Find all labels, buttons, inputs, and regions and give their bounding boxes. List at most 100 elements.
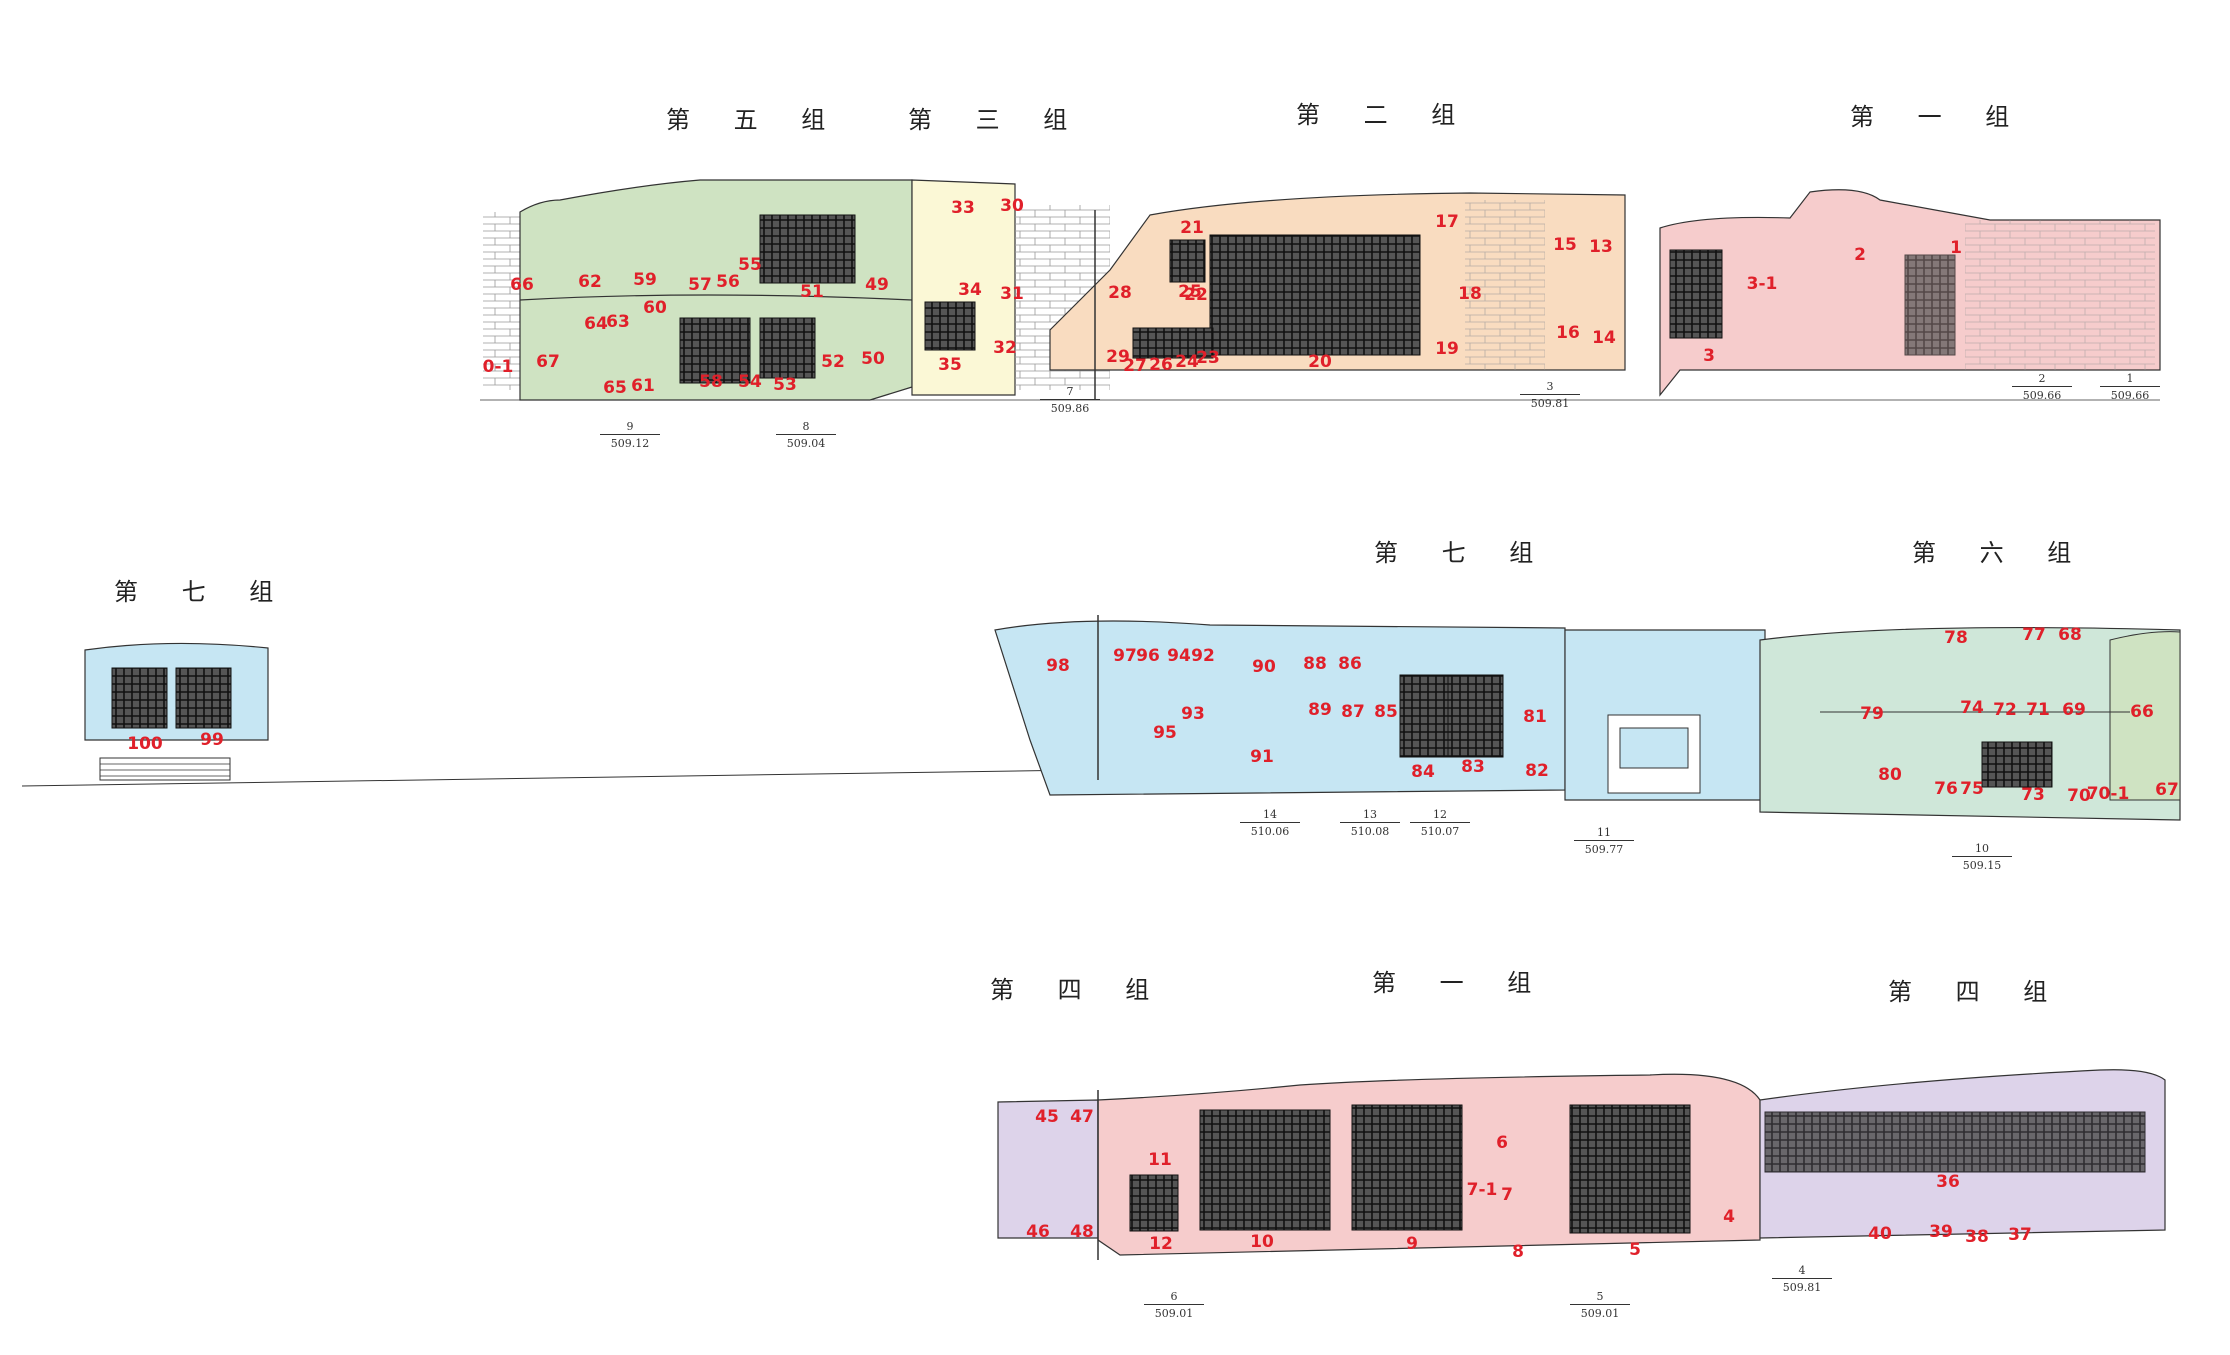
niche-number: 96 <box>1136 646 1160 666</box>
group-label-7-left: 第 七 组 <box>114 578 292 606</box>
niche-number: 70-1 <box>2086 784 2130 804</box>
niche-number: 28 <box>1108 283 1132 303</box>
niche-number: 67 <box>2155 780 2179 800</box>
niche-number: 26 <box>1149 355 1173 375</box>
niche-number: 72 <box>1993 700 2017 720</box>
niche-number: 95 <box>1153 723 1177 743</box>
niche-number: 40 <box>1868 1224 1892 1244</box>
niche-number: 6 <box>1496 1133 1508 1153</box>
niche-number: 56 <box>716 272 740 292</box>
niche-number: 38 <box>1965 1227 1989 1247</box>
middle-row <box>994 615 2181 821</box>
niche-number: 87 <box>1341 702 1365 722</box>
brick-wall-right <box>1965 220 2155 370</box>
niche-number: 88 <box>1303 654 1327 674</box>
niche-number: 45 <box>1035 1107 1059 1127</box>
niche-number: 64 <box>584 314 608 334</box>
niche-number: 18 <box>1458 284 1482 304</box>
niche-number: 48 <box>1070 1222 1094 1242</box>
niche-number: 57 <box>688 275 712 295</box>
niche-number: 11 <box>1148 1150 1172 1170</box>
niche-number: 99 <box>200 730 224 750</box>
niche-number: 86 <box>1338 654 1362 674</box>
niche-number: 31 <box>1000 284 1024 304</box>
niche-number: 37 <box>2008 1225 2032 1245</box>
niche-number: 22 <box>1184 285 1208 305</box>
niche-number: 34 <box>958 280 982 300</box>
niche-number: 9 <box>1406 1234 1418 1254</box>
brick-wall-left <box>483 212 525 390</box>
niche-number: 78 <box>1944 628 1968 648</box>
niche-number: 16 <box>1556 323 1580 343</box>
niche-number: 53 <box>773 375 797 395</box>
niche-number: 23 <box>1196 348 1220 368</box>
group-label-4-left: 第 四 组 <box>990 976 1168 1004</box>
niche-number: 17 <box>1435 212 1459 232</box>
niche-number: 94 <box>1167 646 1191 666</box>
niche-number: 35 <box>938 355 962 375</box>
group-label-1-bottom: 第 一 组 <box>1372 969 1550 997</box>
niche-number: 32 <box>993 338 1017 358</box>
niche-number: 79 <box>1860 704 1884 724</box>
niche-number: 55 <box>738 255 762 275</box>
niche-number: 75 <box>1960 779 1984 799</box>
group-label-3: 第 三 组 <box>908 106 1086 134</box>
niche-number: 73 <box>2021 785 2045 805</box>
niche-number: 5 <box>1629 1240 1641 1260</box>
niche-number: 67 <box>536 352 560 372</box>
niche-number: 51 <box>800 282 824 302</box>
niche-number: 59 <box>633 270 657 290</box>
niche-number: 0-1 <box>482 357 514 377</box>
niche-number: 1 <box>1950 238 1962 258</box>
niche-number: 80 <box>1878 765 1902 785</box>
group-label-4-right: 第 四 组 <box>1888 978 2066 1006</box>
niche-number: 19 <box>1435 339 1459 359</box>
niche-number: 27 <box>1123 356 1147 376</box>
niche-number: 14 <box>1592 328 1616 348</box>
niche-number: 58 <box>699 372 723 392</box>
bottom-row <box>997 1069 2166 1260</box>
niche-number: 2 <box>1854 245 1866 265</box>
niche-number: 15 <box>1553 235 1577 255</box>
niche-number: 33 <box>951 198 975 218</box>
niche-number: 30 <box>1000 196 1024 216</box>
brick-wall-g2 <box>1465 200 1545 370</box>
niche-number: 90 <box>1252 657 1276 677</box>
niche-number: 25 <box>1178 282 1202 302</box>
group-label-6-mid: 第 六 组 <box>1912 539 2090 567</box>
niche-number: 7-1 <box>1466 1180 1498 1200</box>
niche-number: 8 <box>1512 1242 1524 1262</box>
niche-number: 82 <box>1525 761 1549 781</box>
niche-number: 98 <box>1046 656 1070 676</box>
niche-number: 84 <box>1411 762 1435 782</box>
niche-number: 7 <box>1501 1185 1513 1205</box>
niche-number: 62 <box>578 272 602 292</box>
niche-number: 66 <box>2130 702 2154 722</box>
niche-number: 66 <box>510 275 534 295</box>
niche-number: 29 <box>1106 347 1130 367</box>
niche-number: 13 <box>1589 237 1613 257</box>
niche-number: 21 <box>1180 218 1204 238</box>
niche-number: 47 <box>1070 1107 1094 1127</box>
niche-number: 3 <box>1703 346 1715 366</box>
niche-number: 68 <box>2058 625 2082 645</box>
niche-number: 92 <box>1191 646 1215 666</box>
niche-number: 74 <box>1960 698 1984 718</box>
niche-number: 4 <box>1723 1207 1735 1227</box>
niche-number: 60 <box>643 298 667 318</box>
niche-number: 10 <box>1250 1232 1274 1252</box>
group-label-7-mid: 第 七 组 <box>1374 539 1552 567</box>
niche-number: 93 <box>1181 704 1205 724</box>
niche-number: 91 <box>1250 747 1274 767</box>
ground-line <box>21 769 1081 787</box>
niche-number: 81 <box>1523 707 1547 727</box>
